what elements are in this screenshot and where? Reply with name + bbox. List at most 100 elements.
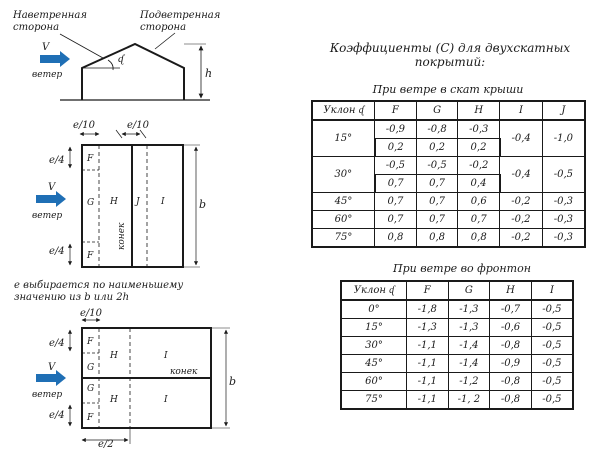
- table-cell: 0,8: [457, 228, 501, 248]
- plan1-tick-2: [139, 129, 147, 139]
- table-row: 0,2 0,2 0,2: [312, 138, 585, 157]
- table-cell: -1,3: [405, 318, 449, 337]
- windward-label-2: сторона: [13, 22, 59, 33]
- table2-slope-cell: 15°: [339, 318, 407, 337]
- table-cell: 0,7: [415, 210, 459, 229]
- table-cell: -1,3: [447, 318, 491, 337]
- table1-slope-cell: 60°: [311, 210, 376, 229]
- plan2-ridge-label: конек: [170, 367, 198, 377]
- table-cell: -1,8: [405, 299, 449, 319]
- plan2-zone-g-bottom: G: [87, 384, 94, 394]
- table1-slope-cell: 45°: [311, 192, 376, 211]
- plan1-e4-top: e/4: [49, 155, 65, 166]
- table-wind-on-gable: Уклон ᶑ F G H I 0° -1,8 -1,3 -0,7 -0,5 1…: [339, 280, 574, 410]
- table1-header-cell: Уклон ᶑ: [311, 100, 376, 121]
- wind-v-label: V: [42, 42, 51, 53]
- table-cell: -0,3: [541, 192, 586, 211]
- table-cell: -0,9: [374, 119, 417, 139]
- table2-header-row: Уклон ᶑ F G H I: [339, 280, 574, 301]
- table2-header-cell: G: [447, 280, 491, 301]
- table-cell: 0,2: [373, 138, 417, 157]
- plan2-wind-label: ветер: [32, 390, 62, 400]
- plan-wind-on-slope: e/10 e/10 F G H J I F конек e/4 e/4 b V …: [32, 120, 206, 268]
- table-cell: -0,5: [530, 372, 574, 391]
- leeward-leader: [154, 32, 176, 50]
- table-cell: -1,4: [447, 354, 491, 373]
- table-cell: -1,2: [447, 372, 491, 391]
- coefficients-title: Коэффициенты (С) для двухскатных покрыти…: [329, 41, 571, 69]
- table-cell: -0,5: [374, 156, 417, 175]
- leeward-label-2: сторона: [140, 22, 186, 33]
- table-cell: -0,8: [489, 336, 532, 355]
- table2-slope-cell: 45°: [339, 354, 407, 373]
- table-cell: -0,4: [499, 119, 543, 157]
- table-cell: -0,5: [541, 156, 586, 193]
- table-row: 0° -1,8 -1,3 -0,7 -0,5: [339, 299, 574, 319]
- table-cell: -1,1: [405, 336, 449, 355]
- table-row: 75° -1,1 -1, 2 -0,8 -0,5: [339, 390, 574, 410]
- table-cell: 0,8: [374, 228, 417, 248]
- table2-slope-cell: 0°: [339, 299, 407, 319]
- table-cell: -0,3: [541, 210, 586, 229]
- table-cell: 0,7: [373, 174, 417, 193]
- table-cell: -0,2: [499, 210, 543, 229]
- table-row: 45° -1,1 -1,4 -0,9 -0,5: [339, 354, 574, 373]
- table1-slope-cell: 75°: [311, 228, 376, 248]
- table-cell: 0,2: [415, 138, 459, 157]
- table-row: 15° -1,3 -1,3 -0,6 -0,5: [339, 318, 574, 337]
- table2-header-cell: F: [405, 280, 449, 301]
- angle-symbol: ᶑ: [118, 52, 126, 65]
- windward-leader: [59, 33, 104, 59]
- plan1-zone-h: H: [109, 197, 118, 207]
- table-cell: -0,5: [530, 299, 574, 319]
- table-row: 45° 0,7 0,7 0,6 -0,2 -0,3: [311, 192, 586, 211]
- plan1-e10-right: e/10: [127, 120, 150, 131]
- table2-header-cell: I: [530, 280, 574, 301]
- plan2-wind-v: V: [48, 362, 57, 373]
- table-cell: -0,5: [530, 354, 574, 373]
- table-cell: 0,4: [457, 174, 501, 193]
- table-cell: -1,3: [447, 299, 491, 319]
- plan2-wind-arrow-icon: [36, 370, 66, 386]
- plan1-tick: [115, 129, 123, 139]
- table-cell: -0,5: [530, 318, 574, 337]
- plan1-zone-f-bottom: F: [86, 251, 94, 261]
- table-cell: -0,3: [541, 228, 586, 248]
- table1-slope-cell: 30°: [311, 156, 376, 193]
- table1-header-cell: H: [457, 100, 501, 121]
- table-cell: -0,5: [530, 336, 574, 355]
- table-cell: 0,7: [457, 210, 501, 229]
- table-cell: -0,9: [489, 354, 532, 373]
- note-line-2: значению из b или 2h: [14, 292, 129, 303]
- table-cell: 0,8: [415, 228, 459, 248]
- table-cell: -0,8: [489, 390, 532, 410]
- table-row: 60° 0,7 0,7 0,7 -0,2 -0,3: [311, 210, 586, 229]
- h-label: h: [205, 67, 212, 80]
- table-cell: 0,7: [415, 174, 459, 193]
- table1-title: При ветре в скат крыши: [372, 83, 524, 96]
- plan1-e10-left: e/10: [73, 120, 96, 131]
- table1-header-row: Уклон ᶑ F G H I J: [311, 100, 586, 121]
- roof-section: Наветренная сторона Подветренная сторона…: [12, 10, 220, 101]
- table2-title: При ветре во фронтон: [393, 262, 531, 275]
- table2-header-cell: Уклон ᶑ: [339, 280, 407, 301]
- table-cell: -1,4: [447, 336, 491, 355]
- note-line-1: е выбирается по наименьшему: [14, 280, 183, 291]
- plan2-e4-top: e/4: [49, 338, 65, 349]
- table-cell: -0,2: [499, 192, 543, 211]
- table-cell: -1, 2: [447, 390, 491, 410]
- table-cell: -0,8: [489, 372, 532, 391]
- table-cell: -0,2: [457, 156, 501, 175]
- table-cell: -1,1: [405, 354, 449, 373]
- table-row: 30° -0,5 -0,5 -0,2 -0,4 -0,5: [311, 156, 586, 193]
- plan2-e10: e/10: [80, 308, 103, 319]
- plan1-wind-arrow-icon: [36, 191, 66, 207]
- plan2-zone-f-bottom: F: [86, 413, 94, 423]
- plan2-b-label: b: [229, 375, 236, 388]
- table1-header-cell: G: [415, 100, 459, 121]
- plan1-wind-label: ветер: [32, 211, 62, 221]
- plan2-zone-h-top: H: [109, 351, 118, 361]
- plan2-zone-i-top: I: [163, 351, 168, 361]
- plan-wind-on-gable: e/10 F G H I конек G H I F e/4 e/4 e/2 b…: [32, 308, 236, 450]
- plan1-zone-j: J: [134, 197, 141, 207]
